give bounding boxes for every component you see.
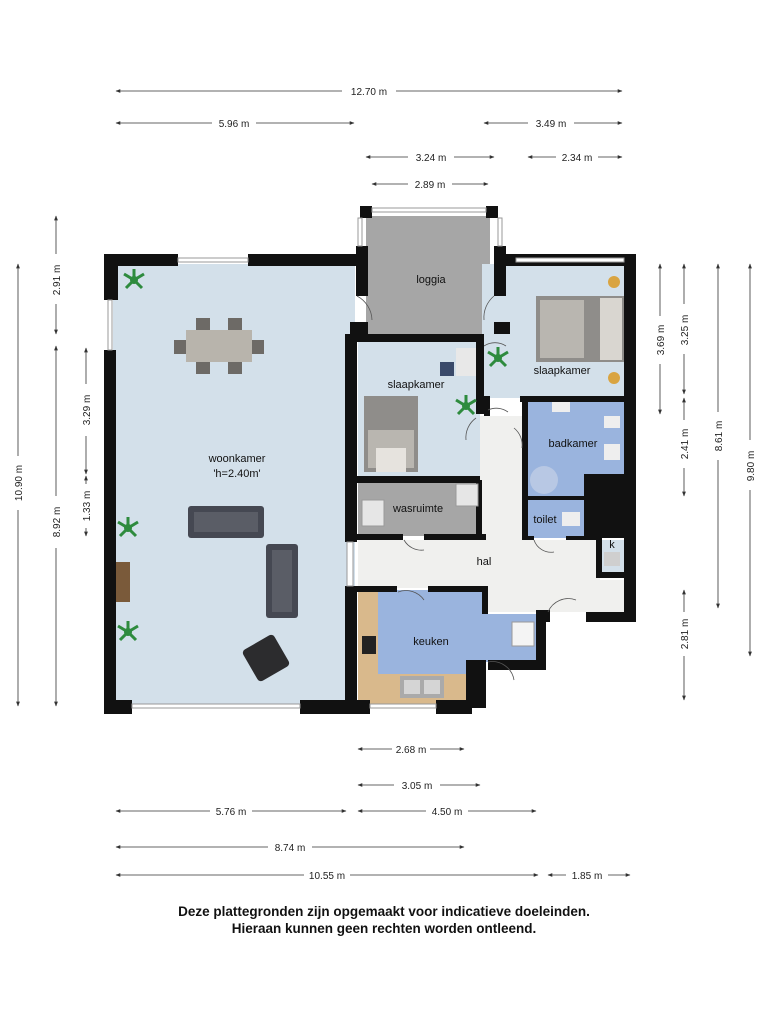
dim-bottom-left: 5.76 m — [216, 807, 247, 818]
badkamer-floor — [528, 400, 624, 474]
windows — [107, 207, 625, 709]
dim-bottom-1: 2.68 m — [396, 745, 427, 756]
dim-left-inner-2: 1.33 m — [82, 491, 93, 522]
dim-loggia-width: 2.89 m — [415, 180, 446, 191]
dim-top-left: 5.96 m — [219, 119, 250, 130]
dim-left-upper: 2.91 m — [52, 265, 63, 296]
keuken-label: keuken — [413, 636, 448, 648]
dim-right-5: 9.80 m — [746, 451, 757, 482]
sofa-1 — [188, 506, 264, 538]
wasruimte-label: wasruimte — [392, 503, 443, 515]
disclaimer-line-1: Deze plattegronden zijn opgemaakt voor i… — [178, 904, 590, 919]
tv-cabinet — [116, 562, 130, 602]
bed-1 — [364, 396, 418, 472]
dimension-lines: 12.70 m 5.96 m 3.49 m 3.24 m 2.34 m 2.89… — [14, 87, 757, 882]
bathroom-fixtures — [530, 402, 620, 526]
kitchen-wood-side — [358, 590, 378, 674]
dim-top-right: 3.49 m — [536, 119, 567, 130]
walls — [104, 206, 636, 714]
dim-left-outer: 10.90 m — [14, 465, 25, 501]
dim-right-2: 3.25 m — [680, 315, 691, 346]
slaapkamer-2-label: slaapkamer — [534, 365, 591, 377]
dim-bottom-right: 4.50 m — [432, 807, 463, 818]
slaapkamer-1-label: slaapkamer — [388, 379, 445, 391]
dining-table — [174, 318, 264, 374]
room-labels: woonkamer 'h=2.40m' loggia slaapkamer sl… — [208, 274, 616, 648]
dim-right-6: 2.81 m — [680, 619, 691, 650]
dim-left-mid: 8.92 m — [52, 507, 63, 538]
kast-label: k — [609, 539, 615, 551]
armchair — [242, 634, 290, 682]
plant-icons — [117, 269, 509, 642]
dim-right-4: 8.61 m — [714, 421, 725, 452]
loggia-floor — [366, 216, 490, 334]
doors — [356, 295, 577, 681]
hal-floor — [358, 416, 624, 612]
dim-top-mid: 3.24 m — [416, 153, 447, 164]
dim-bottom-2: 3.05 m — [402, 781, 433, 792]
dim-left-inner-1: 3.29 m — [82, 395, 93, 426]
hal-label: hal — [477, 556, 492, 568]
dim-top-right-small: 2.34 m — [562, 153, 593, 164]
kitchen-fixtures — [362, 552, 620, 698]
desk — [440, 348, 476, 376]
disclaimer: Deze plattegronden zijn opgemaakt voor i… — [0, 903, 768, 937]
dim-right-1: 3.69 m — [656, 325, 667, 356]
dim-bottom-right-small: 1.85 m — [572, 871, 603, 882]
wasruimte-machines — [361, 483, 479, 527]
dim-top-total: 12.70 m — [351, 87, 387, 98]
disclaimer-line-2: Hieraan kunnen geen rechten worden ontle… — [231, 921, 537, 936]
bed-2 — [536, 276, 624, 384]
dim-bottom-total: 10.55 m — [309, 871, 345, 882]
woonkamer-label: woonkamer — [208, 453, 266, 465]
toilet-label: toilet — [533, 514, 556, 526]
dim-right-3: 2.41 m — [680, 429, 691, 460]
sofa-2 — [266, 544, 298, 618]
badkamer-label: badkamer — [549, 438, 598, 450]
loggia-label: loggia — [416, 274, 446, 286]
woonkamer-height-label: 'h=2.40m' — [213, 468, 260, 480]
dim-bottom-mid: 8.74 m — [275, 843, 306, 854]
